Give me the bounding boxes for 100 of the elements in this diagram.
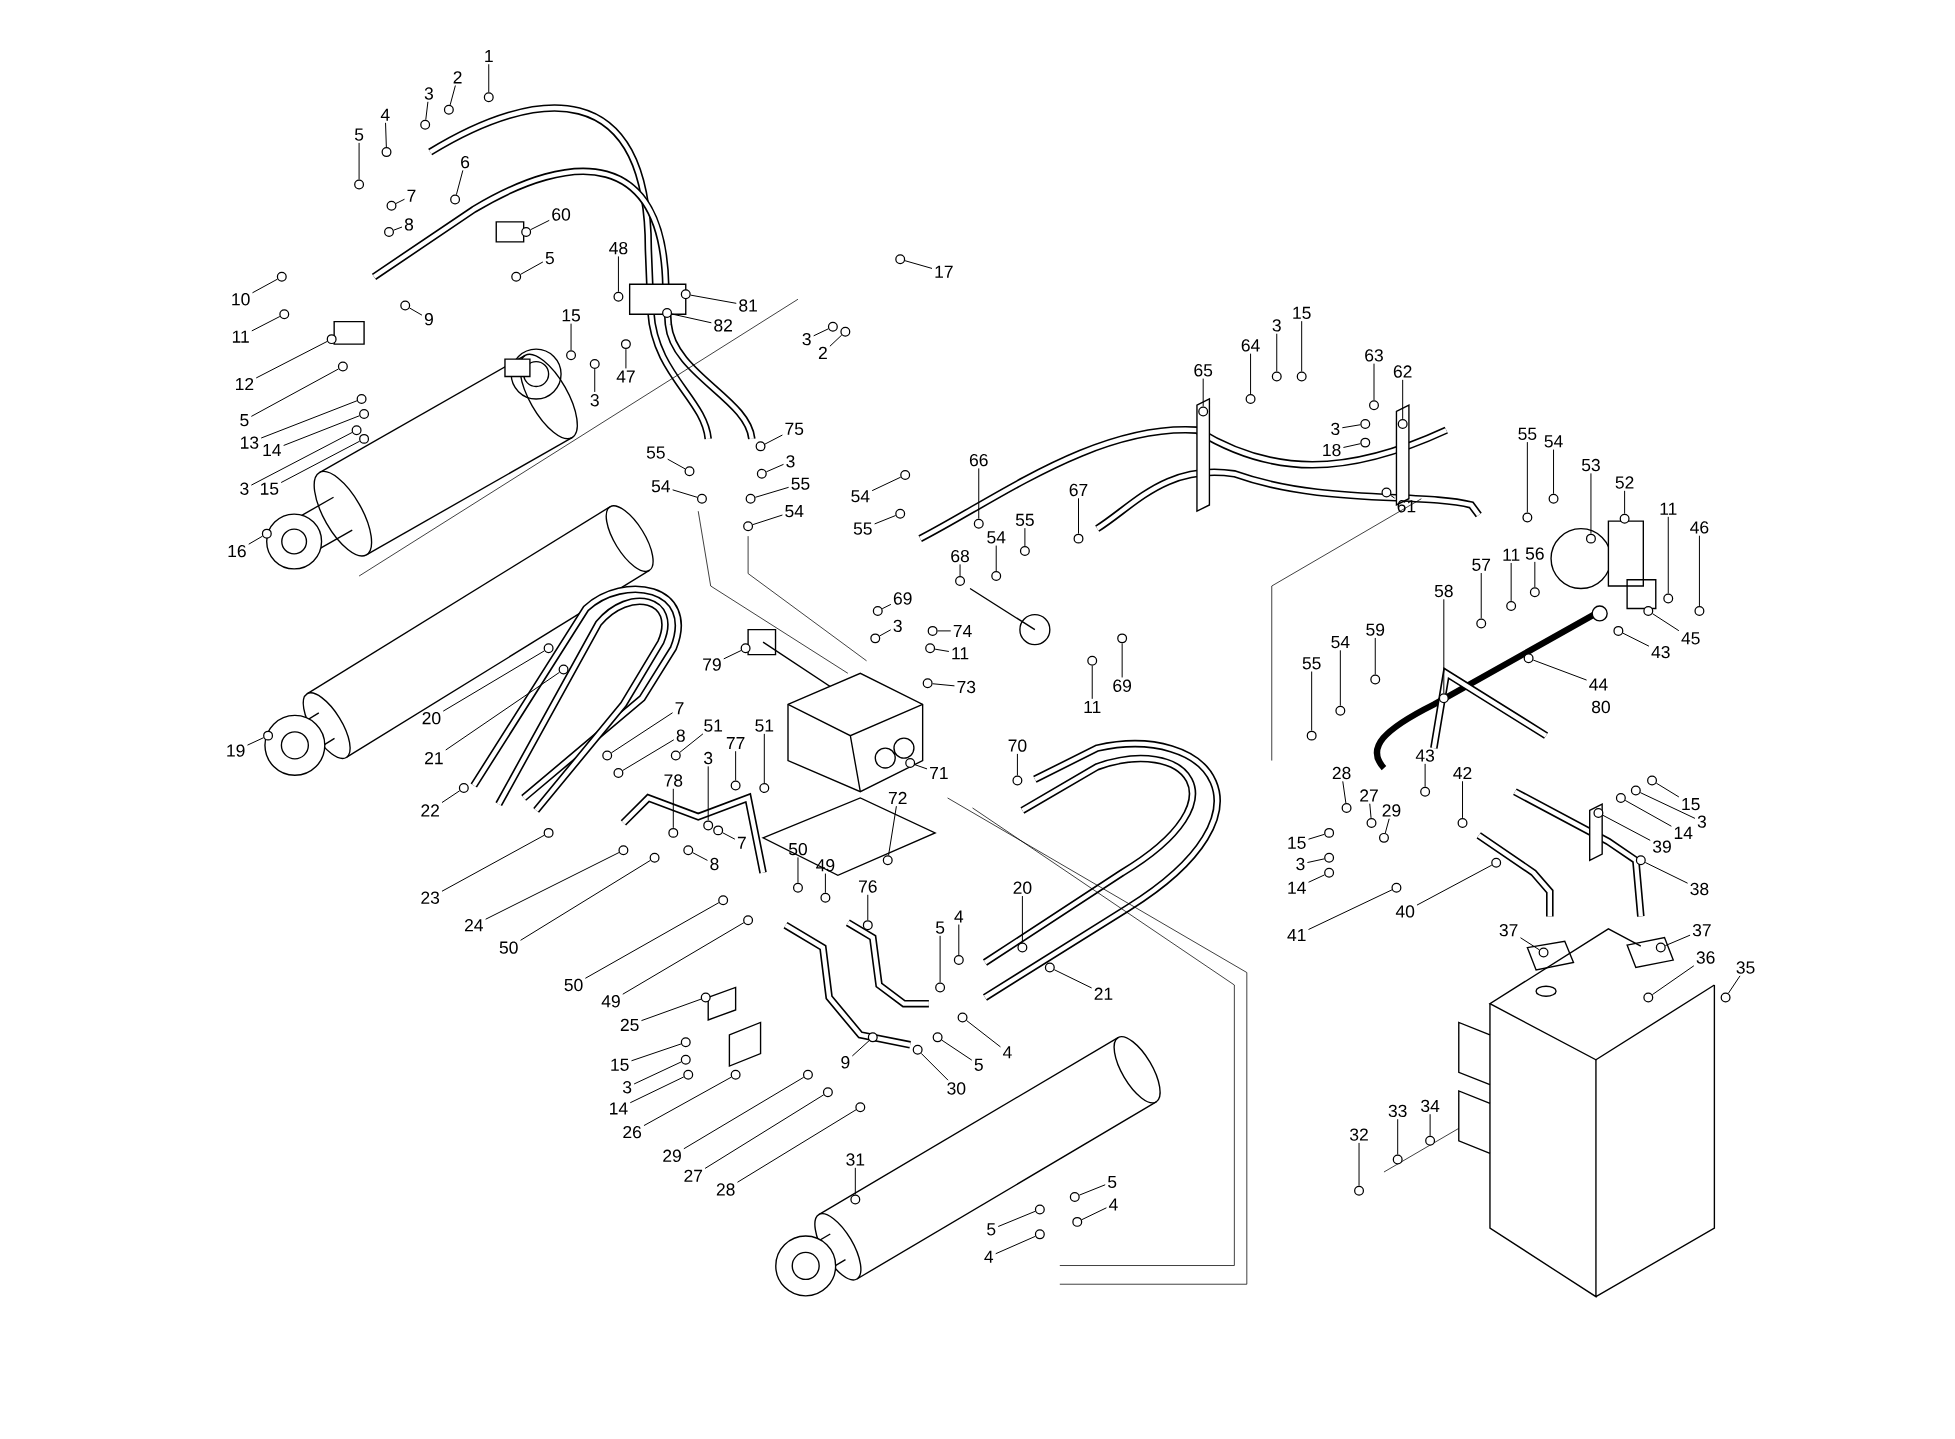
leader-line (995, 1235, 1036, 1255)
fitting-part (870, 633, 881, 644)
callout-number: 7 (675, 702, 684, 715)
callout-number: 69 (893, 592, 912, 605)
leader-line (425, 101, 429, 121)
fitting-part (1379, 832, 1389, 843)
callout-number: 78 (664, 774, 683, 787)
fitting-part (1354, 1185, 1365, 1196)
callout-number: 76 (859, 880, 877, 893)
callout-number: 71 (930, 767, 948, 780)
leader-line (939, 935, 941, 984)
leader-line (1250, 353, 1252, 395)
leader-line (1553, 449, 1555, 495)
callout-number: 40 (1395, 905, 1415, 918)
callout-number: 27 (684, 1169, 703, 1182)
callout-number: 75 (785, 422, 804, 436)
fitting-part (793, 882, 803, 893)
callout-number: 44 (1589, 678, 1608, 691)
callout-number: 72 (888, 791, 907, 805)
fitting-part (703, 820, 714, 831)
leader-line (754, 486, 790, 498)
fitting-part (1019, 546, 1030, 557)
callout-number: 28 (716, 1183, 735, 1196)
callout-number: 56 (1525, 547, 1544, 560)
leader-line (1652, 613, 1680, 632)
fitting-part (400, 300, 411, 311)
fitting-part (1593, 808, 1604, 818)
callout-number: 48 (609, 242, 628, 255)
fitting-part (1381, 487, 1392, 498)
fitting-part (713, 825, 724, 836)
fitting-part (386, 200, 397, 211)
leader-line (283, 415, 360, 447)
callout-number: 5 (1108, 1176, 1117, 1189)
leader-line (995, 545, 997, 572)
callout-number: 4 (380, 108, 390, 121)
fitting-part (955, 576, 966, 587)
fitting-part (1619, 513, 1630, 524)
callout-number: 11 (232, 330, 249, 343)
fitting-part (351, 425, 362, 436)
fitting-part (649, 852, 660, 863)
leader-line (722, 832, 736, 840)
callout-number: 25 (620, 1018, 639, 1032)
callout-number: 42 (1453, 767, 1472, 780)
fitting-part (458, 783, 469, 794)
leader-line (1341, 424, 1361, 429)
leader-line (1369, 803, 1372, 819)
fitting-part (802, 1069, 813, 1080)
callout-number: 3 (893, 619, 902, 633)
leader-line (1532, 659, 1588, 681)
leader-line (594, 368, 596, 393)
leader-line (625, 348, 627, 369)
fitting-part (1335, 705, 1346, 716)
fitting-part (1663, 593, 1674, 604)
leader-line (617, 256, 619, 293)
fitting-part (420, 119, 431, 130)
fitting-part (900, 470, 911, 481)
fitting-part (1271, 371, 1282, 382)
fitting-part (1392, 1154, 1403, 1165)
fitting-part (684, 466, 695, 477)
callout-number: 63 (1365, 349, 1383, 362)
fitting-part (1391, 882, 1402, 893)
callout-number: 9 (841, 1056, 850, 1069)
fitting-part (326, 334, 337, 345)
callout-number: 4 (1002, 1046, 1012, 1059)
leader-line (690, 294, 737, 304)
callout-number: 74 (953, 625, 972, 637)
leader-line (395, 198, 405, 205)
callout-number: 5 (935, 921, 945, 934)
callout-number: 54 (1544, 435, 1563, 448)
leader-line (1121, 642, 1123, 679)
callout-number: 43 (1651, 646, 1670, 659)
callout-number: 4 (1108, 1198, 1118, 1211)
leader-line (679, 733, 704, 754)
fitting-part (1397, 419, 1408, 429)
callout-number: 11 (1503, 548, 1520, 561)
leader-line (1664, 934, 1691, 947)
fitting-part (450, 194, 461, 205)
leader-line (1602, 814, 1651, 841)
callout-number: 8 (676, 729, 685, 742)
fitting-part (543, 828, 554, 838)
fitting-part (356, 394, 367, 405)
leader-line (1402, 379, 1404, 420)
callout-number: 9 (424, 313, 433, 326)
leader-line (1342, 780, 1347, 804)
callout-number: 8 (710, 857, 719, 871)
callout-number: 27 (1360, 789, 1378, 802)
callout-number: 26 (623, 1126, 642, 1139)
callout-number: 55 (646, 446, 665, 459)
fitting-part (1012, 775, 1023, 786)
fitting-part (279, 309, 290, 320)
callout-number: 55 (791, 477, 810, 490)
callout-number: 3 (1331, 422, 1340, 436)
leader-line (874, 515, 897, 525)
fitting-part (1324, 852, 1335, 863)
fitting-part (1643, 992, 1654, 1003)
leader-line (978, 467, 980, 520)
callout-number: 79 (703, 658, 721, 671)
callout-number: 3 (622, 1081, 632, 1094)
fitting-part (745, 493, 756, 504)
fitting-part (1341, 803, 1352, 814)
